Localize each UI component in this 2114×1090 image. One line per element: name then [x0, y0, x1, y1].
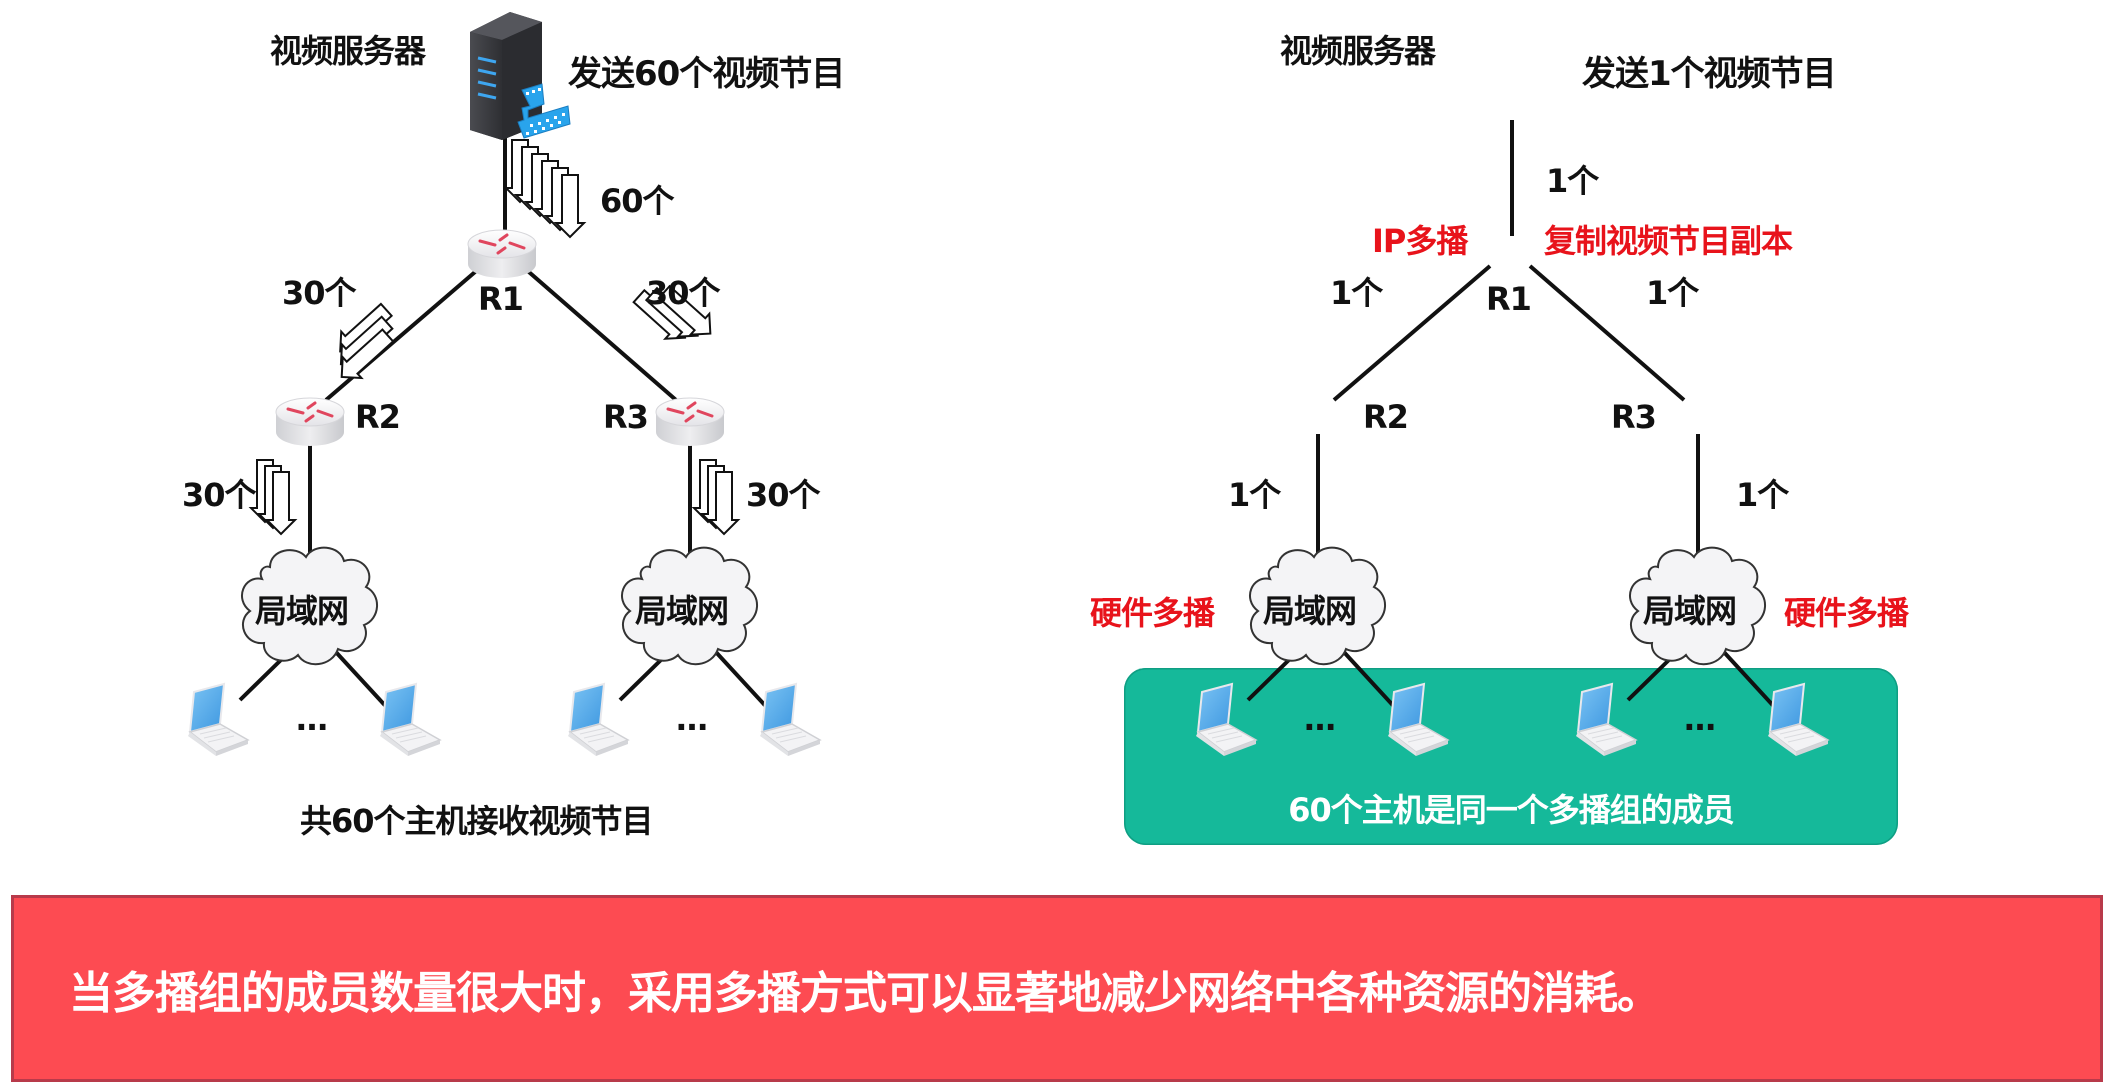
multicast-diagram — [187, 10, 1700, 757]
lan-label: 局域网 — [635, 592, 729, 630]
count-label-r1-r2: 30个 — [282, 274, 357, 312]
router-label-r3: R3 — [603, 398, 649, 436]
count-label-r1-r3: 1个 — [1646, 274, 1699, 312]
ellipsis: … — [1684, 700, 1716, 738]
link-lan-laptop — [712, 648, 774, 715]
laptop-icon — [1575, 683, 1637, 757]
laptop-icon — [1767, 683, 1829, 757]
laptop-icon — [1387, 683, 1449, 757]
count-label-r3-lan: 30个 — [746, 476, 821, 514]
count-label-r1-r3: 30个 — [646, 274, 721, 312]
replicate-note: 复制视频节目副本 — [1544, 222, 1793, 260]
lan-label: 局域网 — [1263, 592, 1357, 630]
lan-label: 局域网 — [1643, 592, 1737, 630]
link-lan-laptop — [1720, 648, 1782, 715]
multicast-group-box: 60个主机是同一个多播组的成员 — [1124, 668, 1898, 845]
ellipsis: … — [296, 700, 328, 738]
server-label: 视频服务器 — [270, 32, 426, 70]
left-footer: 共60个主机接收视频节目 — [300, 802, 654, 840]
count-label-r2-lan: 1个 — [1228, 476, 1281, 514]
ellipsis: … — [1304, 700, 1336, 738]
summary-banner: 当多播组的成员数量很大时，采用多播方式可以显著地减少网络中各种资源的消耗。 — [11, 895, 2103, 1082]
link-lan-laptop — [1626, 653, 1676, 702]
hardware-multicast-label: 硬件多播 — [1784, 594, 1909, 632]
multicast-group-caption: 60个主机是同一个多播组的成员 — [1288, 791, 1735, 829]
right-panel — [1316, 120, 1700, 556]
send-label: 发送60个视频节目 — [568, 54, 845, 94]
right-links — [1316, 120, 1700, 556]
laptop-icon — [1195, 683, 1257, 757]
link-lan-laptop — [238, 653, 288, 702]
ellipsis: … — [676, 700, 708, 738]
router-label-r1: R1 — [478, 280, 524, 318]
count-label-r2-lan: 30个 — [182, 476, 257, 514]
count-label-r3-lan: 1个 — [1736, 476, 1789, 514]
link-r1-r3 — [520, 264, 678, 402]
summary-text: 当多播组的成员数量很大时，采用多播方式可以显著地减少网络中各种资源的消耗。 — [69, 967, 1661, 1019]
ip-multicast-note: IP多播 — [1372, 222, 1468, 260]
router-label-r1: R1 — [1486, 280, 1532, 318]
right-lower-overlay — [1195, 546, 1829, 757]
count-label-r1-r2: 1个 — [1330, 274, 1383, 312]
link-lan-laptop — [1340, 648, 1402, 715]
send-label: 发送1个视频节目 — [1582, 54, 1837, 94]
count-label-server-r1: 1个 — [1546, 162, 1599, 200]
link-lan-laptop — [1246, 653, 1296, 702]
link-lan-laptop — [332, 648, 394, 715]
left-panel — [187, 10, 821, 757]
count-label-server-r1: 60个 — [600, 182, 675, 220]
router-label-r3: R3 — [1611, 398, 1657, 436]
router-label-r2: R2 — [355, 398, 401, 436]
link-r1-r3 — [1528, 264, 1686, 402]
lan-label: 局域网 — [255, 592, 349, 630]
link-r1-r2 — [1332, 264, 1492, 402]
router-label-r2: R2 — [1363, 398, 1409, 436]
server-label: 视频服务器 — [1280, 32, 1436, 70]
link-lan-laptop — [618, 653, 668, 702]
hardware-multicast-label: 硬件多播 — [1090, 594, 1215, 632]
